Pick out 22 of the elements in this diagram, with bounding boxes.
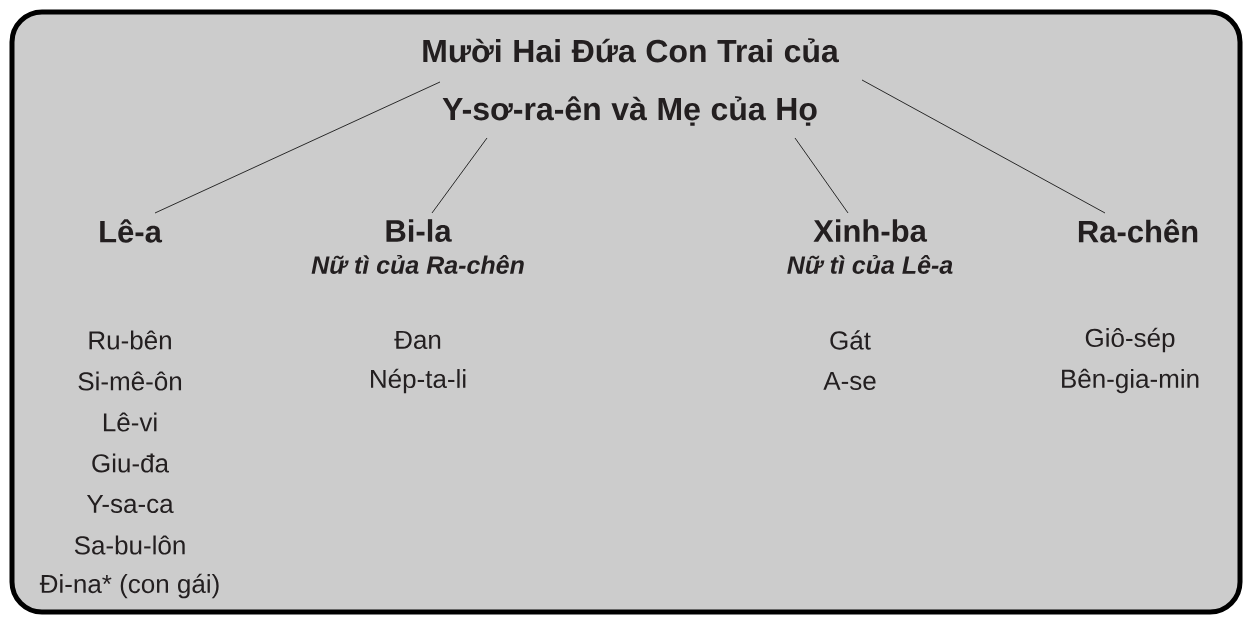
mother-name: Ra-chên: [1078, 219, 1198, 243]
son-name: Gát: [830, 330, 871, 350]
mother-name: Xinh-ba Nữ tì của Lê-a: [787, 219, 953, 274]
connector-line: [154, 81, 441, 214]
connector-line: [431, 137, 488, 214]
son-name: Đan: [394, 330, 441, 350]
son-name: Ru-bên: [89, 330, 171, 350]
son-name: Nép-ta-li: [371, 368, 466, 394]
connector-line: [861, 79, 1106, 214]
son-name: Lê-vi: [103, 412, 157, 432]
son-name: Sa-bu-lôn: [74, 535, 185, 555]
son-name: Bên-gia-min: [1062, 368, 1199, 394]
title: Mười Hai Đứa Con Trai của Y-sơ-ra-ên và Mẹ của Họ: [423, 38, 839, 126]
son-name: Giô-sép: [1085, 327, 1175, 353]
son-name: Giu-đa: [92, 453, 169, 473]
connector-line: [794, 137, 849, 214]
mother-name: Bi-la Nữ tì của Ra-chên: [311, 219, 524, 274]
son-name: Y-sa-ca: [86, 494, 174, 514]
son-name: A-se: [823, 371, 876, 391]
mother-name: Lê-a: [100, 219, 163, 243]
son-name: Đi-na* (con gái): [39, 573, 219, 599]
son-name: Si-mê-ôn: [78, 371, 182, 391]
